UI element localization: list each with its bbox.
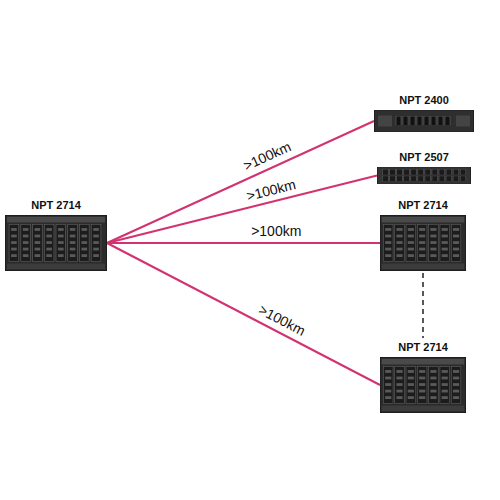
device-label: NPT 2507 bbox=[377, 150, 471, 164]
dashed-link bbox=[422, 273, 424, 338]
network-device: NPT 2714 bbox=[380, 340, 466, 413]
fiber-link bbox=[107, 176, 377, 244]
device-illustration bbox=[380, 357, 466, 413]
device-body bbox=[380, 215, 466, 271]
distance-label: >100km bbox=[243, 175, 299, 204]
device-body bbox=[5, 215, 107, 271]
distance-label: >100km bbox=[249, 223, 303, 239]
network-device: NPT 2400 bbox=[374, 93, 474, 132]
device-label: NPT 2714 bbox=[380, 340, 466, 354]
device-label: NPT 2714 bbox=[5, 198, 107, 212]
device-body bbox=[377, 167, 471, 184]
device-label: NPT 2714 bbox=[380, 198, 466, 212]
device-illustration bbox=[380, 215, 466, 271]
device-label: NPT 2400 bbox=[374, 93, 474, 107]
device-illustration bbox=[374, 110, 474, 132]
fiber-link bbox=[107, 121, 374, 243]
device-illustration bbox=[5, 215, 107, 271]
distance-label: >100km bbox=[239, 137, 295, 174]
device-body bbox=[374, 110, 474, 132]
fiber-link bbox=[107, 243, 380, 385]
device-illustration bbox=[377, 167, 471, 184]
network-device: NPT 2507 bbox=[377, 150, 471, 184]
fiber-link bbox=[107, 242, 380, 244]
device-body bbox=[380, 357, 466, 413]
network-device: NPT 2714 bbox=[5, 198, 107, 271]
network-device: NPT 2714 bbox=[380, 198, 466, 271]
